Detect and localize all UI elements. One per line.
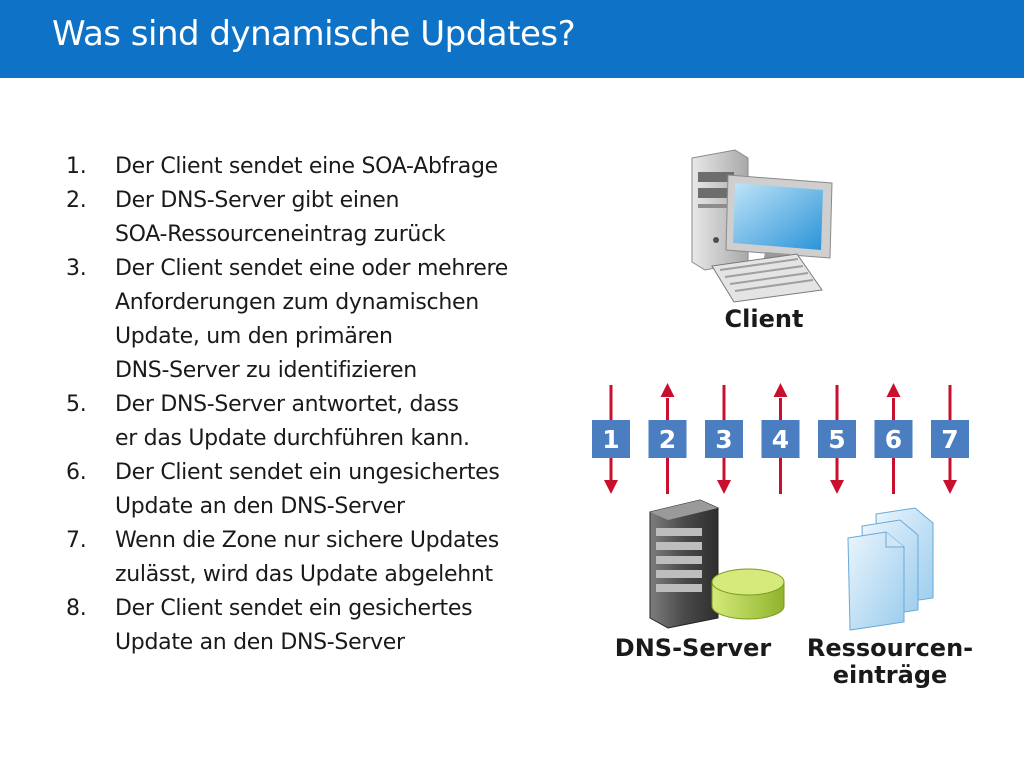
message-box-label: 3 bbox=[715, 425, 732, 454]
arrow-head bbox=[830, 480, 844, 494]
step-number: 3. bbox=[66, 256, 87, 281]
dns-server-icon bbox=[649, 499, 719, 629]
message-box-label: 5 bbox=[828, 425, 845, 454]
step-text: Der Client sendet ein gesichertes bbox=[115, 596, 473, 621]
step-text: Der DNS-Server gibt einen bbox=[115, 188, 400, 213]
step-text: Wenn die Zone nur sichere Updates bbox=[115, 528, 499, 553]
message-box-3: 3 bbox=[705, 385, 743, 494]
step-text: zulässt, wird das Update abgelehnt bbox=[115, 562, 493, 587]
arrow-head bbox=[660, 383, 675, 397]
step-text: Update, um den primären bbox=[115, 324, 393, 349]
step-item: 7. Wenn die Zone nur sichere Updates zuläs… bbox=[60, 524, 580, 592]
message-box-4: 4 bbox=[761, 383, 800, 494]
message-box bbox=[648, 420, 687, 458]
step-text: DNS-Server zu identifizieren bbox=[115, 358, 417, 383]
message-box-7: 7 bbox=[931, 385, 969, 494]
client-label: Client bbox=[725, 305, 804, 333]
step-number: 8. bbox=[66, 596, 87, 621]
step-text: Der Client sendet ein ungesichertes bbox=[115, 460, 500, 485]
message-box bbox=[705, 420, 743, 458]
arrow-head bbox=[604, 480, 618, 494]
step-number: 6. bbox=[66, 460, 87, 485]
step-item: 1. Der Client sendet eine SOA-Abfrage bbox=[60, 150, 580, 184]
message-box bbox=[931, 420, 969, 458]
message-box-label: 2 bbox=[659, 425, 676, 454]
message-box-2: 2 bbox=[648, 383, 687, 494]
database-disk-icon bbox=[711, 568, 785, 620]
resource-records-icon bbox=[847, 507, 934, 631]
step-text: Der Client sendet eine oder mehrere bbox=[115, 256, 508, 281]
message-box-label: 1 bbox=[602, 425, 619, 454]
steps-list: 1. Der Client sendet eine SOA-Abfrage 2. De… bbox=[60, 150, 580, 660]
arrow-head bbox=[886, 383, 901, 397]
step-number: 7. bbox=[66, 528, 87, 553]
message-box-5: 5 bbox=[818, 385, 856, 494]
dns-server-label: DNS-Server bbox=[615, 634, 772, 662]
page-title: Was sind dynamische Updates? bbox=[52, 14, 576, 54]
step-number: 5. bbox=[66, 392, 87, 417]
message-box bbox=[761, 420, 800, 458]
step-text: Anforderungen zum dynamischen bbox=[115, 290, 479, 315]
step-text: Update an den DNS-Server bbox=[115, 630, 405, 655]
message-box bbox=[592, 420, 630, 458]
message-box-1: 1 bbox=[592, 385, 630, 494]
step-number: 1. bbox=[66, 154, 87, 179]
step-text: Der DNS-Server antwortet, dass bbox=[115, 392, 459, 417]
message-box-label: 6 bbox=[885, 425, 902, 454]
message-box-label: 4 bbox=[772, 425, 789, 454]
step-text: SOA-Ressourceneintrag zurück bbox=[115, 222, 446, 247]
step-text: Der Client sendet eine SOA-Abfrage bbox=[115, 154, 498, 179]
step-number: 2. bbox=[66, 188, 87, 213]
resource-records-label-line2: einträge bbox=[833, 661, 948, 689]
client-computer-icon bbox=[691, 149, 833, 303]
message-box-6: 6 bbox=[874, 383, 913, 494]
step-item: 5. Der DNS-Server antwortet, dass er das U… bbox=[60, 388, 580, 456]
step-text: Update an den DNS-Server bbox=[115, 494, 405, 519]
message-sequence: 1 2 3 4 5 6 7 bbox=[592, 383, 969, 494]
resource-records-label-line1: Ressourcen- bbox=[807, 634, 973, 662]
message-box bbox=[874, 420, 913, 458]
title-bar: Was sind dynamische Updates? bbox=[0, 0, 1024, 78]
message-box bbox=[818, 420, 856, 458]
step-text: er das Update durchführen kann. bbox=[115, 426, 470, 451]
arrow-head bbox=[943, 480, 957, 494]
arrow-head bbox=[717, 480, 731, 494]
arrow-head bbox=[773, 383, 788, 397]
message-box-label: 7 bbox=[941, 425, 958, 454]
